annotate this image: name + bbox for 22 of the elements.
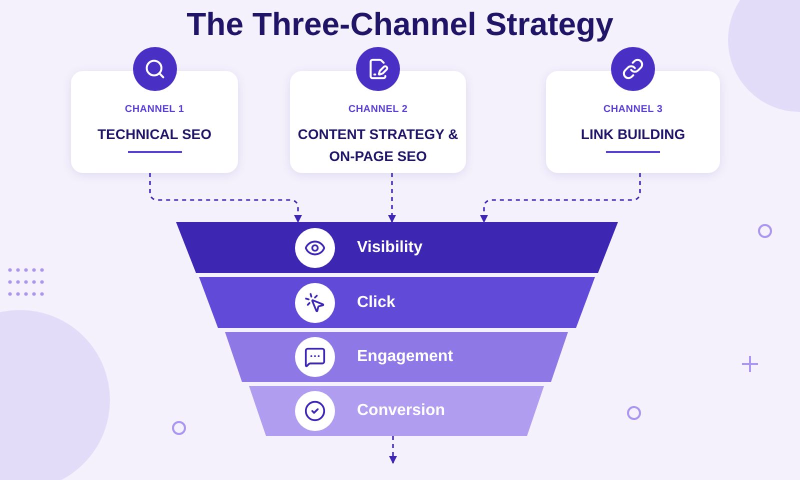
stage-label: Engagement (357, 347, 454, 367)
funnel-layer (196, 277, 598, 328)
channel-name: CONTENT STRATEGY & ON-PAGE SEO (296, 125, 460, 166)
dashed-arrow (149, 173, 302, 223)
channel-card (71, 71, 238, 173)
channel-name: TECHNICAL SEO (96, 125, 213, 144)
stage-label: Click (357, 292, 396, 312)
stage-label: Visibility (357, 238, 423, 258)
channel-card (546, 71, 720, 173)
funnel-layer (246, 386, 547, 436)
dashed-arrow (389, 436, 397, 464)
dashed-arrow (388, 173, 396, 223)
channel-name: LINK BUILDING (580, 125, 686, 144)
title: The Three-Channel Strategy (186, 5, 614, 44)
channel-label: CHANNEL 2 (348, 103, 408, 117)
funnel-layer (222, 332, 571, 382)
funnel-layer (173, 222, 621, 273)
dashed-arrow (480, 173, 641, 223)
channel-card (290, 71, 466, 173)
channel-label: CHANNEL 3 (603, 103, 663, 117)
channel-label: CHANNEL 1 (124, 103, 184, 117)
stage-label: Conversion (357, 401, 446, 421)
